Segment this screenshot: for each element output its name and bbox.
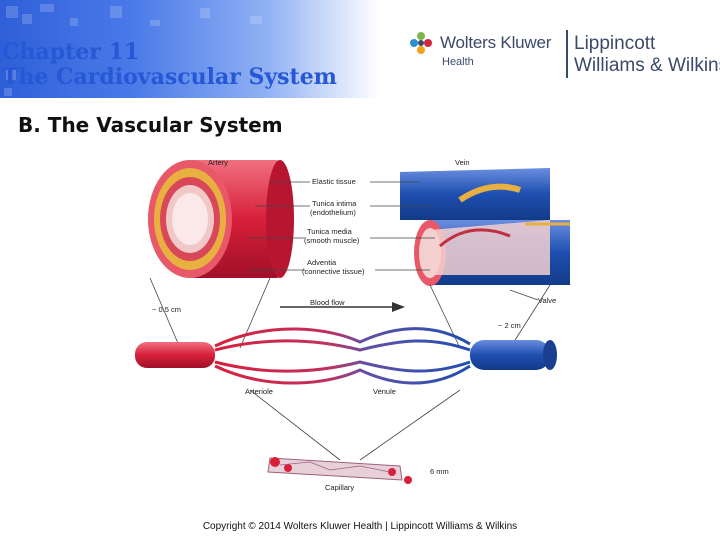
- wolters-kluwer-wordmark: Wolters Kluwer: [440, 33, 552, 52]
- chapter-title: Chapter 11 The Cardiovascular System: [2, 40, 382, 90]
- wolters-kluwer-logo-icon: [410, 32, 432, 54]
- vein-illustration: [400, 168, 570, 286]
- label-endothelium: (endothelium): [310, 208, 356, 217]
- label-vein: Vein: [455, 158, 470, 167]
- label-elastic-tissue: Elastic tissue: [312, 177, 356, 186]
- label-capillary-size: 6 mm: [430, 467, 449, 476]
- label-blood-flow: Blood flow: [310, 298, 345, 307]
- label-tunica-media: Tunica media: [307, 227, 353, 236]
- label-valve: Valve: [538, 296, 556, 305]
- label-arteriole: Arteriole: [245, 387, 273, 396]
- logo-divider: [566, 30, 568, 78]
- label-leader-lines: [149, 181, 551, 461]
- label-adventia: Adventia: [307, 258, 337, 267]
- header-band: [0, 0, 380, 98]
- section-title: B. The Vascular System: [18, 113, 283, 137]
- vessel-network: [135, 327, 557, 385]
- copyright-footer: Copyright © 2014 Wolters Kluwer Health |…: [202, 521, 518, 532]
- chapter-number: Chapter 11: [2, 39, 140, 65]
- capillary-illustration: [267, 457, 412, 484]
- label-vein-size: ~ 2 cm: [498, 321, 521, 330]
- williams-wilkins-wordmark: Williams & Wilkins: [574, 55, 720, 76]
- chapter-name: The Cardiovascular System: [2, 64, 337, 90]
- lippincott-wordmark: Lippincott: [574, 33, 656, 54]
- label-artery-size: ~ 0.5 cm: [152, 305, 181, 314]
- label-smooth-muscle: (smooth muscle): [304, 236, 360, 245]
- vascular-diagram-svg: Artery Vein Elastic tissue Tunica intima…: [135, 158, 570, 492]
- publisher-logo: Wolters Kluwer Health Lippincott William…: [400, 24, 720, 84]
- label-artery: Artery: [208, 158, 228, 167]
- header-mosaic: [0, 0, 380, 98]
- label-tunica-intima: Tunica intima: [312, 199, 357, 208]
- blood-flow-arrow: [280, 302, 405, 312]
- label-venule: Venule: [373, 387, 396, 396]
- artery-illustration: [148, 160, 294, 278]
- vascular-diagram: Artery Vein Elastic tissue Tunica intima…: [130, 150, 570, 500]
- health-wordmark: Health: [442, 56, 474, 68]
- label-capillary: Capillary: [325, 483, 354, 492]
- label-connective-tissue: (connective tissue): [302, 267, 365, 276]
